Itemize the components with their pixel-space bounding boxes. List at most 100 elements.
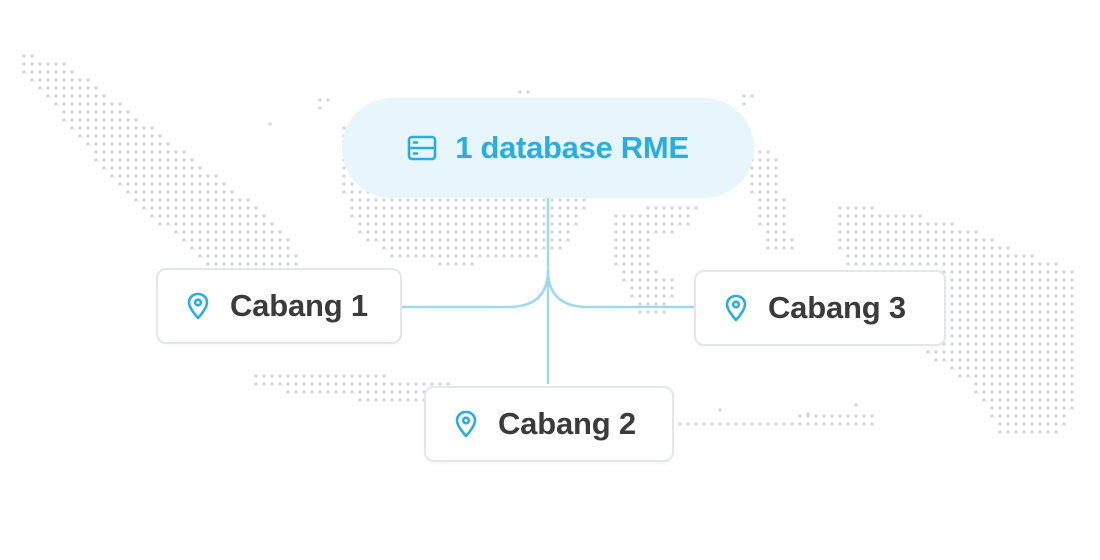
map-dot (486, 230, 490, 234)
map-dot (390, 398, 394, 402)
map-dot (662, 206, 666, 210)
map-dot (1038, 430, 1042, 434)
map-dot (1014, 334, 1018, 338)
map-dot (238, 230, 242, 234)
map-dot (750, 182, 754, 186)
map-dot (774, 198, 778, 202)
map-dot (958, 350, 962, 354)
map-dot (1030, 278, 1034, 282)
map-dot (326, 390, 330, 394)
map-dot (262, 246, 266, 250)
map-dot (966, 334, 970, 338)
map-dot (166, 198, 170, 202)
map-dot (966, 278, 970, 282)
map-dot (174, 174, 178, 178)
map-dot (526, 198, 530, 202)
map-dot (470, 214, 474, 218)
map-dot (1006, 342, 1010, 346)
map-dot (278, 262, 282, 266)
map-dot (358, 374, 362, 378)
map-dot (1062, 374, 1066, 378)
map-dot (46, 94, 50, 98)
map-dot (1062, 294, 1066, 298)
map-dot (582, 206, 586, 210)
map-dot (1054, 278, 1058, 282)
map-dot (774, 246, 778, 250)
map-dot (494, 246, 498, 250)
map-dot (374, 230, 378, 234)
map-dot (534, 254, 538, 258)
map-dot (1014, 390, 1018, 394)
map-dot (670, 214, 674, 218)
map-dot (382, 382, 386, 386)
map-dot (446, 230, 450, 234)
map-dot (894, 214, 898, 218)
map-dot (990, 374, 994, 378)
map-dot (494, 254, 498, 258)
map-dot (438, 198, 442, 202)
map-dot (326, 382, 330, 386)
map-dot (1062, 358, 1066, 362)
map-dot (982, 374, 986, 378)
map-dot (94, 94, 98, 98)
map-dot (334, 390, 338, 394)
map-dot (718, 422, 722, 426)
map-dot (678, 206, 682, 210)
map-dot (670, 286, 674, 290)
map-dot (278, 374, 282, 378)
map-dot (1022, 302, 1026, 306)
map-dot (518, 198, 522, 202)
map-dot (894, 222, 898, 226)
map-dot (454, 198, 458, 202)
map-dot (126, 174, 130, 178)
map-dot (438, 382, 442, 386)
map-dot (414, 222, 418, 226)
map-dot (1030, 406, 1034, 410)
map-dot (174, 158, 178, 162)
map-dot (1006, 382, 1010, 386)
map-dot (614, 230, 618, 234)
map-dot (950, 246, 954, 250)
map-dot (454, 206, 458, 210)
map-dot (646, 238, 650, 242)
map-dot (982, 262, 986, 266)
map-dot (966, 318, 970, 322)
map-dot (230, 190, 234, 194)
map-dot (974, 254, 978, 258)
map-dot (670, 294, 674, 298)
map-dot (766, 158, 770, 162)
map-dot (134, 142, 138, 146)
map-dot (558, 246, 562, 250)
map-dot (446, 382, 450, 386)
map-dot (46, 70, 50, 74)
map-dot (966, 294, 970, 298)
map-dot (470, 246, 474, 250)
map-dot (974, 326, 978, 330)
map-dot (990, 294, 994, 298)
map-dot (494, 206, 498, 210)
map-dot (1006, 390, 1010, 394)
map-dot (214, 198, 218, 202)
map-dot (886, 214, 890, 218)
map-dot (774, 174, 778, 178)
map-dot (62, 110, 66, 114)
map-dot (846, 238, 850, 242)
map-dot (1022, 318, 1026, 322)
map-dot (1006, 406, 1010, 410)
map-dot (990, 310, 994, 314)
map-dot (902, 230, 906, 234)
map-dot (246, 262, 250, 266)
map-dot (470, 254, 474, 258)
map-dot (254, 222, 258, 226)
map-dot (62, 62, 66, 66)
map-dot (1046, 398, 1050, 402)
map-dot (654, 222, 658, 226)
map-dot (670, 222, 674, 226)
map-dot (406, 230, 410, 234)
map-dot (1014, 366, 1018, 370)
map-dot (798, 422, 802, 426)
map-dot (990, 302, 994, 306)
map-dot (350, 390, 354, 394)
map-dot (998, 310, 1002, 314)
map-dot (958, 238, 962, 242)
